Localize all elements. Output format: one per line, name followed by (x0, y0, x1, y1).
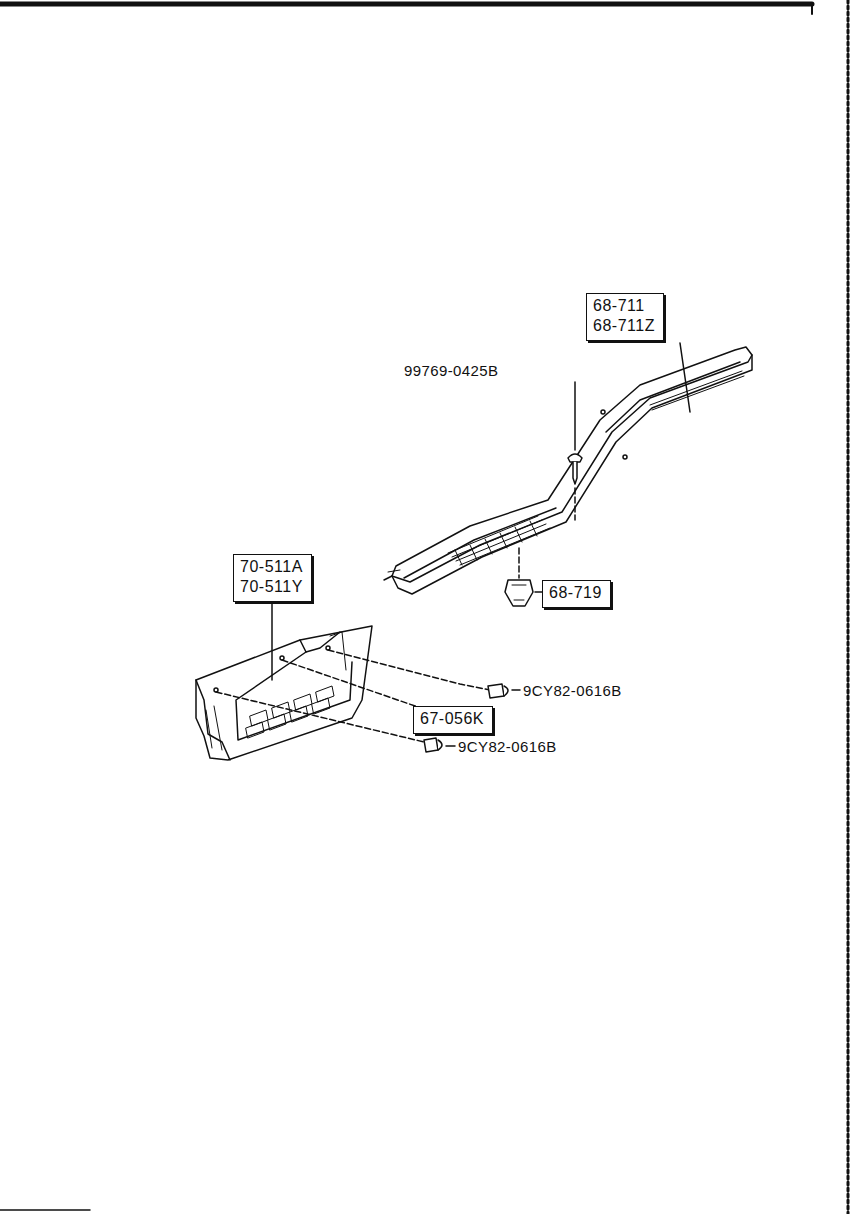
part-number: 68-711Z (593, 316, 657, 336)
part-number-box: 67-056K (413, 706, 493, 734)
part-number-label: 9CY82-0616B (522, 682, 623, 700)
part-number-label: 9CY82-0616B (457, 738, 558, 756)
part-number: 70-511Y (240, 577, 305, 597)
part-number-box: 68-719 (542, 580, 611, 608)
part-number-box: 68-71168-711Z (586, 293, 664, 341)
part-number: 67-056K (420, 709, 486, 729)
part-number: 68-711 (593, 296, 657, 316)
part-number: 68-719 (549, 583, 604, 603)
part-number-box: 70-511A70-511Y (233, 554, 312, 602)
part-number: 70-511A (240, 557, 305, 577)
part-number-label: 99769-0425B (403, 362, 499, 380)
